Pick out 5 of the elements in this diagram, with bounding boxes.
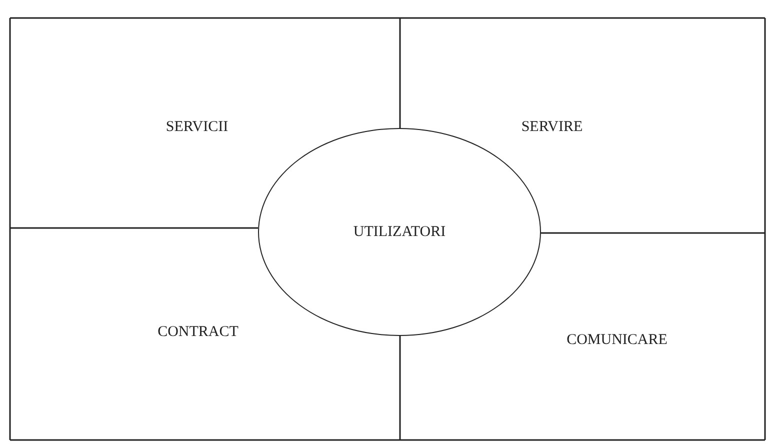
node-label: UTILIZATORI — [353, 223, 446, 241]
quadrant-label: CONTRACT — [158, 323, 238, 341]
quadrant-label: SERVICII — [166, 118, 228, 136]
quadrant-label: COMUNICARE — [566, 331, 668, 349]
quadrant-label: SERVIRE — [521, 118, 583, 136]
